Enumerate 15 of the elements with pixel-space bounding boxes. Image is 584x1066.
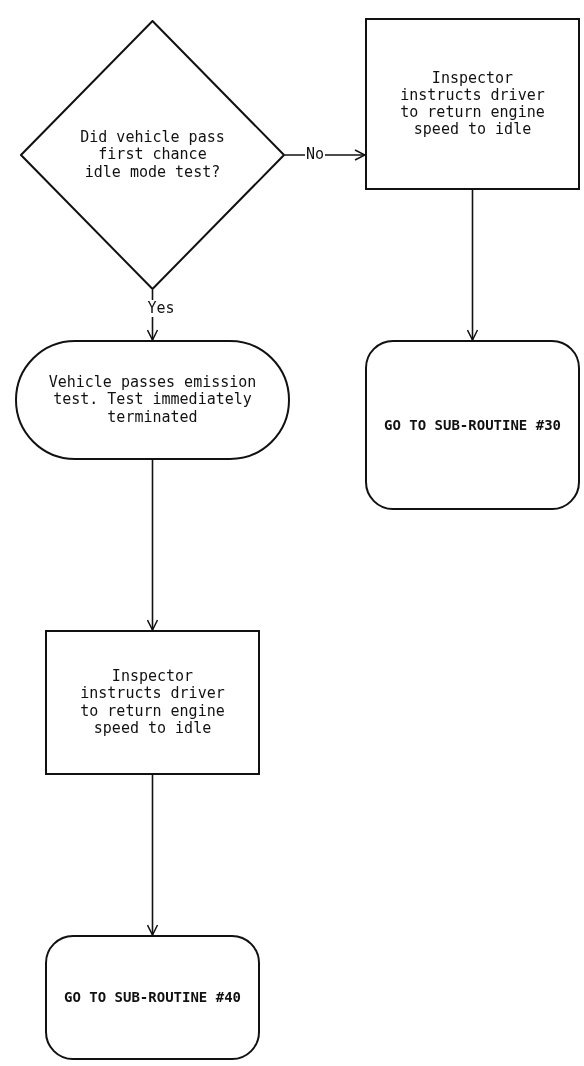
decision-diamond [20, 20, 285, 290]
node-text: Vehicle passes emission test. Test immediately terminated [47, 374, 258, 426]
arrow [146, 459, 159, 631]
node-text: GO TO SUB-ROUTINE #30 [384, 416, 561, 434]
node-text: GO TO SUB-ROUTINE #40 [64, 989, 241, 1006]
terminal-box [365, 340, 580, 510]
process-box [45, 630, 260, 775]
node-text: Inspector instructs driver to return engine speed to idle [399, 69, 546, 139]
edge-label: Yes [146, 300, 176, 317]
arrow [146, 774, 159, 936]
arrow [466, 189, 479, 341]
terminal-box [45, 935, 260, 1060]
node-text: Did vehicle pass first chance idle mode test? [79, 129, 226, 181]
process-box [365, 18, 580, 190]
node-text: Inspector instructs driver to return engine speed to idle [79, 668, 226, 737]
